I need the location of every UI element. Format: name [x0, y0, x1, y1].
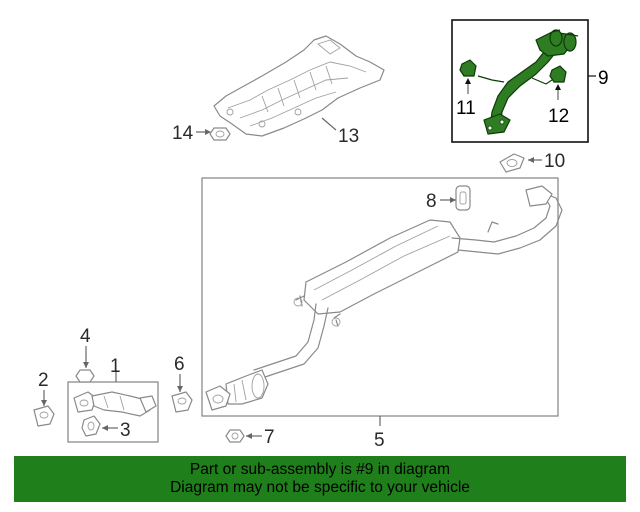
hanger-part-11[interactable]	[459, 59, 477, 77]
notice-banner: Part or sub-assembly is #9 in diagram Di…	[14, 456, 626, 502]
heat-shield-part-13[interactable]	[213, 35, 385, 137]
nut-part-4[interactable]	[75, 369, 95, 383]
leader-13	[321, 117, 337, 131]
gasket-part-10[interactable]	[499, 153, 525, 173]
nut-part-7[interactable]	[225, 429, 245, 443]
callout-5[interactable]: 5	[374, 430, 385, 451]
banner-line-1: Part or sub-assembly is #9 in diagram	[189, 461, 451, 478]
callout-1[interactable]: 1	[110, 356, 121, 377]
callout-12[interactable]: 12	[548, 106, 569, 127]
callout-13[interactable]: 13	[338, 126, 359, 147]
callout-6[interactable]: 6	[174, 354, 185, 375]
callout-7[interactable]: 7	[264, 427, 275, 448]
gasket-part-2[interactable]	[33, 405, 55, 427]
nut-part-14[interactable]	[209, 127, 231, 141]
callout-2[interactable]: 2	[38, 370, 49, 391]
part-9-group-box	[451, 19, 589, 143]
callout-14[interactable]: 14	[172, 123, 194, 144]
callout-3[interactable]: 3	[120, 420, 131, 441]
muffler-assembly-part-5[interactable]	[205, 185, 563, 411]
arrowhead-icon	[205, 129, 211, 135]
callout-4[interactable]: 4	[80, 326, 91, 347]
gasket-part-6[interactable]	[171, 391, 193, 413]
hanger-part-8[interactable]	[455, 185, 471, 211]
callout-9[interactable]: 9	[598, 68, 609, 89]
banner-line-2: Diagram may not be specific to your vehi…	[170, 479, 470, 496]
arrowhead-icon	[41, 400, 47, 406]
part-1-group-box	[67, 381, 159, 443]
front-pipe-part-1[interactable]	[73, 391, 157, 417]
arrowhead-icon	[465, 78, 471, 84]
callout-11[interactable]: 11	[456, 98, 476, 119]
arrowhead-icon	[102, 425, 108, 431]
arrowhead-icon	[83, 362, 89, 368]
arrowhead-icon	[177, 386, 183, 392]
arrowhead-icon	[450, 197, 456, 203]
arrowhead-icon	[246, 433, 252, 439]
hanger-part-12[interactable]	[549, 65, 567, 83]
callout-10[interactable]: 10	[544, 151, 565, 172]
tail-pipe-part-9[interactable]	[477, 29, 579, 135]
arrowhead-icon	[528, 157, 534, 163]
callout-8[interactable]: 8	[426, 191, 437, 212]
arrowhead-icon	[555, 84, 561, 90]
gasket-part-3[interactable]	[81, 415, 101, 437]
